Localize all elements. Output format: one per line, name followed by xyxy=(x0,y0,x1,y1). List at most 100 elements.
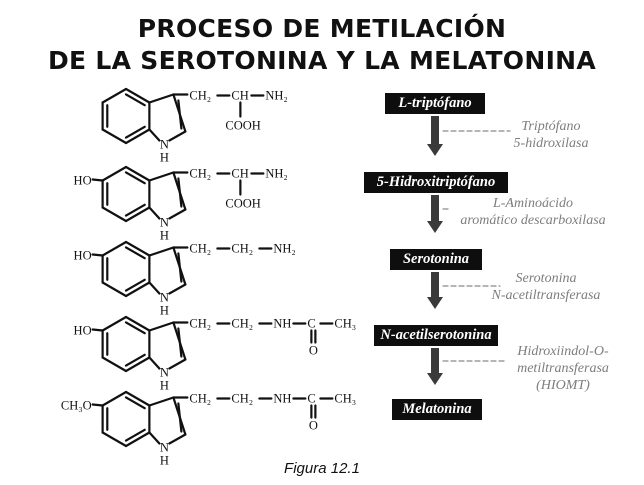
benzene-bond xyxy=(101,390,128,407)
c5-substituent-label: HO xyxy=(74,174,92,188)
compound-box-n-acetilserotonina: N-acetilserotonina xyxy=(374,325,498,346)
benzene-bond xyxy=(124,390,151,407)
enzyme-4-line-2: metiltransferasa xyxy=(517,361,609,376)
ch2-label: CH₂ xyxy=(231,392,253,406)
title-line-1: PROCESO DE METILACIÓN xyxy=(137,14,507,43)
carbonyl-o-label: O xyxy=(309,344,318,358)
c5-bond xyxy=(91,253,104,257)
ch3-label: CH₃ xyxy=(334,317,356,331)
cooh-label: COOH xyxy=(225,119,260,133)
benzene-bond xyxy=(124,281,151,298)
reaction-arrow xyxy=(427,348,443,385)
carbonyl-o-label: O xyxy=(309,419,318,433)
pyrrole-bond xyxy=(148,171,175,182)
enzyme-3-line-2: N-acetiltransferasa xyxy=(491,288,601,303)
reaction-arrow xyxy=(427,272,443,309)
benzene-bond xyxy=(101,206,128,223)
c5-substituent-label: HO xyxy=(74,324,92,338)
benzene-bond xyxy=(124,240,151,257)
enzyme-2-line-1: L-Aminoácido xyxy=(492,196,574,211)
ch2-label: CH₂ xyxy=(189,317,211,331)
ch2-label: CH₂ xyxy=(189,392,211,406)
ch2-label: CH₂ xyxy=(189,89,211,103)
ch-label: CH xyxy=(231,167,248,181)
pyrrole-double-bond xyxy=(177,402,183,433)
carbonyl-c-label: C xyxy=(307,392,315,406)
benzene-bond xyxy=(124,165,151,182)
compound-box-melatonina: Melatonina xyxy=(392,399,482,420)
benzene-double-bond xyxy=(124,278,146,292)
pyrrole-bond xyxy=(148,93,175,104)
benzene-double-bond xyxy=(124,203,146,217)
nh-amide-label: NH xyxy=(273,317,291,331)
benzene-bond xyxy=(101,240,128,257)
reaction-arrow xyxy=(427,195,443,233)
indole-n-label: N xyxy=(160,216,169,230)
c5-bond xyxy=(91,403,104,407)
pyrrole-bond xyxy=(168,358,187,370)
enzyme-4-line-3: (HIOMT) xyxy=(536,378,590,393)
nh2-label: NH₂ xyxy=(265,167,287,181)
benzene-bond xyxy=(124,87,151,104)
pyrrole-bond xyxy=(148,396,175,407)
pyrrole-bond xyxy=(168,130,187,142)
carbonyl-c-label: C xyxy=(307,317,315,331)
indole-n-label: N xyxy=(160,441,169,455)
enzyme-1-line-1: Triptófano xyxy=(521,119,581,134)
benzene-bond xyxy=(124,206,151,223)
ch2-label: CH₂ xyxy=(189,242,211,256)
pyrrole-double-bond xyxy=(177,99,183,130)
c5-substituent-label: CH₃O xyxy=(61,399,92,413)
indole-h-label: H xyxy=(160,379,169,393)
pyrrole-double-bond xyxy=(177,252,183,283)
compound-box-l-triptofano: L-triptófano xyxy=(385,93,485,114)
indole-h-label: H xyxy=(160,151,169,165)
figure-caption: Figura 12.1 xyxy=(284,460,360,477)
benzene-bond xyxy=(101,356,128,373)
pyrrole-bond xyxy=(148,128,161,142)
pyrrole-bond xyxy=(148,431,161,445)
reaction-arrow xyxy=(427,116,443,156)
nh-amide-label: NH xyxy=(273,392,291,406)
benzene-double-bond xyxy=(124,353,146,367)
indole-h-label: H xyxy=(160,229,169,243)
benzene-double-bond xyxy=(124,396,146,410)
ch-label: CH xyxy=(231,89,248,103)
pyrrole-bond xyxy=(148,321,175,332)
enzyme-1-line-2: 5-hidroxilasa xyxy=(513,136,589,151)
benzene-bond xyxy=(101,128,128,145)
benzene-bond xyxy=(101,281,128,298)
enzyme-4-line-1: Hidroxiindol-O- xyxy=(517,344,609,359)
pyrrole-bond xyxy=(148,206,161,220)
benzene-bond xyxy=(124,315,151,332)
indole-h-label: H xyxy=(160,454,169,468)
nh2-label: NH₂ xyxy=(265,89,287,103)
c5-bond xyxy=(91,178,104,182)
pyrrole-double-bond xyxy=(177,327,183,358)
benzene-bond xyxy=(124,431,151,448)
benzene-double-bond xyxy=(124,246,146,260)
pyrrole-bond xyxy=(148,281,161,295)
pyrrole-bond xyxy=(168,433,187,445)
ch2-label: CH₂ xyxy=(231,317,253,331)
benzene-double-bond xyxy=(124,171,146,185)
pyrrole-bond xyxy=(148,356,161,370)
compound-box-serotonina: Serotonina xyxy=(390,249,482,270)
indole-n-label: N xyxy=(160,366,169,380)
benzene-bond xyxy=(101,87,128,104)
indole-n-label: N xyxy=(160,138,169,152)
benzene-bond xyxy=(124,356,151,373)
pyrrole-double-bond xyxy=(177,177,183,208)
c5-substituent-label: HO xyxy=(74,249,92,263)
pyrrole-bond xyxy=(148,246,175,257)
benzene-bond xyxy=(101,315,128,332)
nh2-label: NH₂ xyxy=(273,242,295,256)
benzene-bond xyxy=(124,128,151,145)
indole-h-label: H xyxy=(160,304,169,318)
benzene-double-bond xyxy=(124,93,146,107)
benzene-double-bond xyxy=(124,321,146,335)
ch2-label: CH₂ xyxy=(231,242,253,256)
benzene-bond xyxy=(101,431,128,448)
enzyme-3-line-1: Serotonina xyxy=(515,271,577,286)
